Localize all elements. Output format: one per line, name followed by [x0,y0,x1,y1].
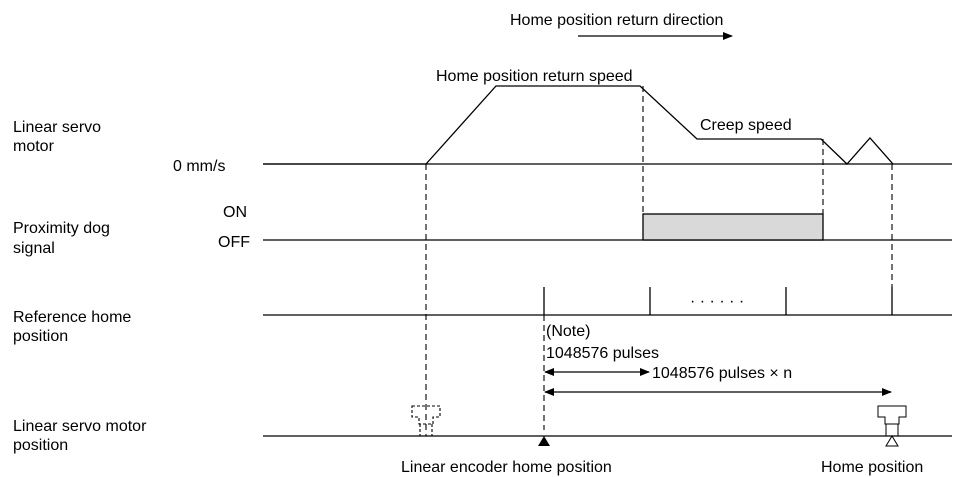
row-label-dog-line2: signal [13,240,55,257]
row-label-dog: Proximity dog signal [13,220,114,257]
motor-start-symbol [411,405,441,436]
dog-off-label: OFF [218,234,250,251]
row-label-position-line2: position [13,437,68,454]
row-label-position: Linear servo motor position [13,418,151,454]
row-label-position-line1: Linear servo motor [13,418,147,435]
creep-speed-label: Creep speed [700,117,792,134]
note-label: (Note) [546,323,590,340]
proximity-dog-on-pulse [642,213,824,241]
home-position-label: Home position [821,459,923,476]
pulses-n-label: 1048576 pulses × n [652,365,792,382]
row-label-motor-line1: Linear servo [13,119,101,136]
motor-home-symbol [877,405,907,436]
home-position-marker [885,435,899,447]
direction-label: Home position return direction [510,12,723,29]
speed-waveform [263,85,894,165]
pulses-label: 1048576 pulses [546,345,659,362]
encoder-home-marker [538,436,550,446]
encoder-home-label: Linear encoder home position [401,459,612,476]
row-label-reference-line1: Reference home [13,309,131,326]
row-label-reference: Reference home position [13,309,136,345]
row-label-dog-line1: Proximity dog [13,220,110,237]
zero-speed-label: 0 mm/s [173,158,225,175]
dog-on-label: ON [223,204,247,221]
row-label-motor: Linear servo motor [13,119,106,155]
row-label-reference-line2: position [13,328,68,345]
reference-pulse-dots: · · · · · · [690,293,744,310]
row-label-motor-line2: motor [13,138,55,155]
home-return-speed-label: Home position return speed [436,68,633,85]
